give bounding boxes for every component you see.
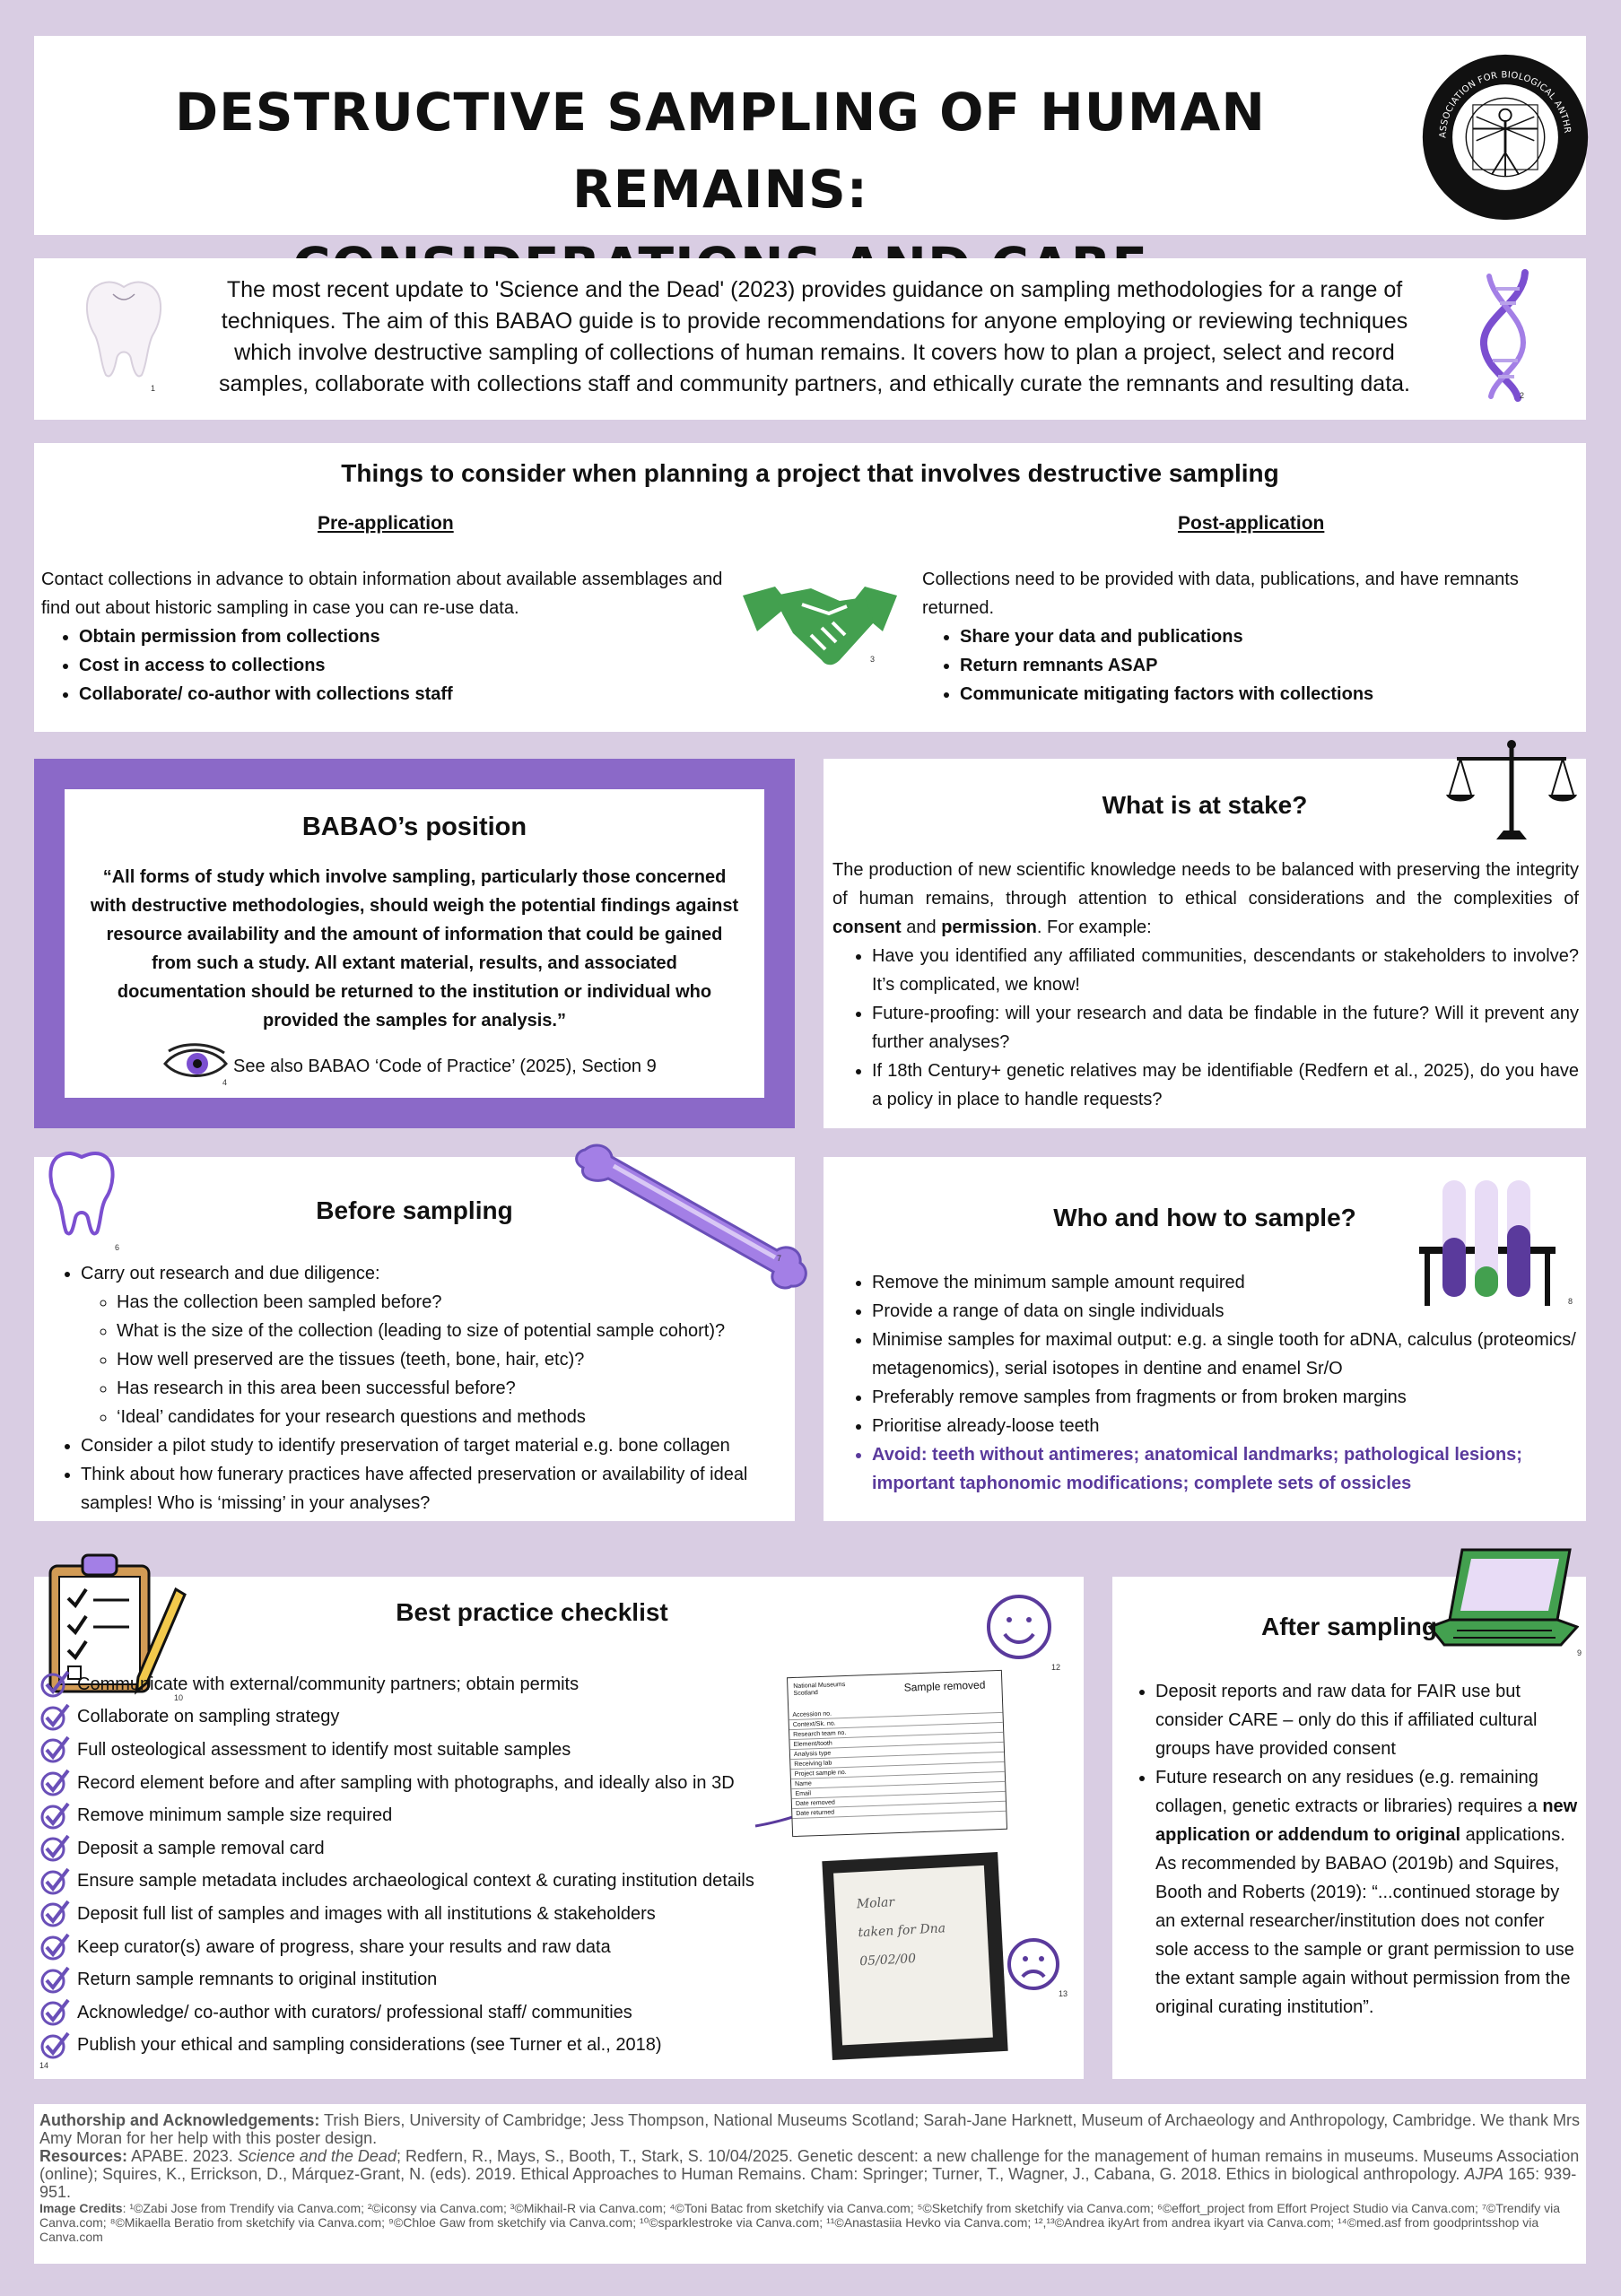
- position-heading: BABAO’s position: [301, 813, 527, 841]
- stake-bullet: If 18th Century+ genetic relatives may b…: [872, 1057, 1579, 1114]
- stake-bullet: Have you identified any affiliated commu…: [872, 942, 1579, 999]
- tooth-icon: [86, 281, 161, 378]
- avoid-bullet: Avoid: teeth without antimeres; anatomic…: [872, 1440, 1582, 1498]
- checklist-heading: Best practice checklist: [396, 1598, 668, 1626]
- after-heading: After sampling: [1260, 1613, 1438, 1640]
- checklist-item: Full osteological assessment to identify…: [39, 1734, 847, 1767]
- before-heading: Before sampling: [316, 1196, 513, 1224]
- sample-removal-card: Sample removed National Museums Scotland…: [786, 1669, 1008, 1838]
- pre-bullet: Obtain permission from collections: [79, 622, 750, 651]
- check-icon: [40, 1933, 70, 1961]
- after-body: Deposit reports and raw data for FAIR us…: [1123, 1677, 1581, 2022]
- check-icon: [40, 2031, 70, 2059]
- footer-text: Authorship and Acknowledgements: Trish B…: [39, 2111, 1581, 2244]
- checklist-item: Deposit full list of samples and images …: [39, 1898, 847, 1931]
- checklist-item: Remove minimum sample size required: [39, 1799, 847, 1832]
- stake-heading: What is at stake?: [1102, 791, 1308, 819]
- checklist-item: Collaborate on sampling strategy: [39, 1701, 847, 1735]
- before-body: Carry out research and due diligence: Ha…: [45, 1259, 816, 1518]
- checklist-item: Acknowledge/ co-author with curators/ pr…: [39, 1996, 847, 2030]
- who-panel: Who and how to sample? 8 Remove the mini…: [824, 1157, 1586, 1521]
- see-also-text: See also BABAO ‘Code of Practice’ (2025)…: [233, 1057, 657, 1076]
- smiley-icon: [987, 1595, 1051, 1659]
- test-tubes-icon: [1419, 1180, 1556, 1306]
- handshake-icon: [743, 587, 897, 665]
- check-icon: [40, 1736, 70, 1763]
- check-icon: [40, 1999, 70, 2026]
- post-bullet: Return remnants ASAP: [960, 651, 1577, 680]
- pre-bullet: Collaborate/ co-author with collections …: [79, 680, 750, 709]
- planning-panel: Things to consider when planning a proje…: [34, 443, 1586, 732]
- check-icon: [40, 1769, 70, 1796]
- check-icon: [40, 1867, 70, 1895]
- title-panel: DESTRUCTIVE SAMPLING OF HUMAN REMAINS: C…: [34, 36, 1589, 297]
- babao-logo-icon: BRITISH ASSOCIATION FOR BIOLOGICAL ANTHR…: [1420, 52, 1589, 221]
- position-quote: “All forms of study which involve sampli…: [90, 867, 739, 1031]
- stake-bullet: Future-proofing: will your research and …: [872, 999, 1579, 1057]
- post-application-heading: Post-application: [1178, 513, 1325, 534]
- eye-icon: [163, 1043, 228, 1077]
- post-bullet: Communicate mitigating factors with coll…: [960, 680, 1577, 709]
- check-icon: [40, 1966, 70, 1994]
- bone-icon: [575, 1144, 807, 1290]
- scales-icon: [1446, 740, 1577, 839]
- checklist-item: Return sample remnants to original insti…: [39, 1963, 847, 1996]
- pre-application-heading: Pre-application: [318, 513, 454, 534]
- checklist: Communicate with external/community part…: [39, 1668, 847, 2062]
- stake-body: The production of new scientific knowled…: [832, 856, 1579, 1114]
- checklist-item: Keep curator(s) aware of progress, share…: [39, 1931, 847, 1964]
- checklist-item: Deposit a sample removal card: [39, 1832, 847, 1866]
- who-heading: Who and how to sample?: [1053, 1204, 1356, 1231]
- post-bullet: Share your data and publications: [960, 622, 1577, 651]
- stake-panel: What is at stake? The production of new …: [824, 740, 1586, 1128]
- position-inner: BABAO’s position “All forms of study whi…: [65, 789, 764, 1098]
- check-icon: [40, 1671, 70, 1698]
- checklist-item: Communicate with external/community part…: [39, 1668, 847, 1701]
- checklist-item: Ensure sample metadata includes archaeol…: [39, 1866, 847, 1899]
- check-icon: [40, 1802, 70, 1830]
- intro-panel: 1 The most recent update to 'Science and…: [34, 258, 1586, 420]
- checklist-item: Publish your ethical and sampling consid…: [39, 2030, 847, 2063]
- pre-application-text: Contact collections in advance to obtain…: [41, 565, 750, 709]
- before-panel: 6 7 Before sampling Carry out research a…: [34, 1144, 807, 1521]
- checklist-item: Record element before and after sampling…: [39, 1767, 847, 1800]
- check-icon: [40, 1900, 70, 1927]
- sad-face-icon: [1007, 1938, 1059, 1990]
- planning-heading: Things to consider when planning a proje…: [341, 459, 1279, 487]
- checklist-panel: 10 Best practice checklist 12 Communicat…: [34, 1553, 1084, 2079]
- after-panel: 9 After sampling Deposit reports and raw…: [1112, 1548, 1586, 2079]
- tooth-icon: [48, 1151, 115, 1236]
- clipboard-icon: [48, 1553, 187, 1695]
- pre-bullet: Cost in access to collections: [79, 651, 750, 680]
- check-icon: [40, 1835, 70, 1862]
- footer-panel: Authorship and Acknowledgements: Trish B…: [34, 2104, 1586, 2264]
- post-application-text: Collections need to be provided with dat…: [922, 565, 1577, 709]
- laptop-icon: [1427, 1548, 1579, 1647]
- dna-icon: [1480, 269, 1529, 402]
- who-body: Remove the minimum sample amount require…: [832, 1268, 1582, 1498]
- intro-text: The most recent update to 'Science and t…: [218, 277, 1410, 396]
- position-panel: BABAO’s position “All forms of study whi…: [34, 759, 795, 1128]
- sample-bag-photo: Molar taken for Dna 05/02/00: [822, 1852, 1008, 2060]
- check-icon: [40, 1703, 70, 1731]
